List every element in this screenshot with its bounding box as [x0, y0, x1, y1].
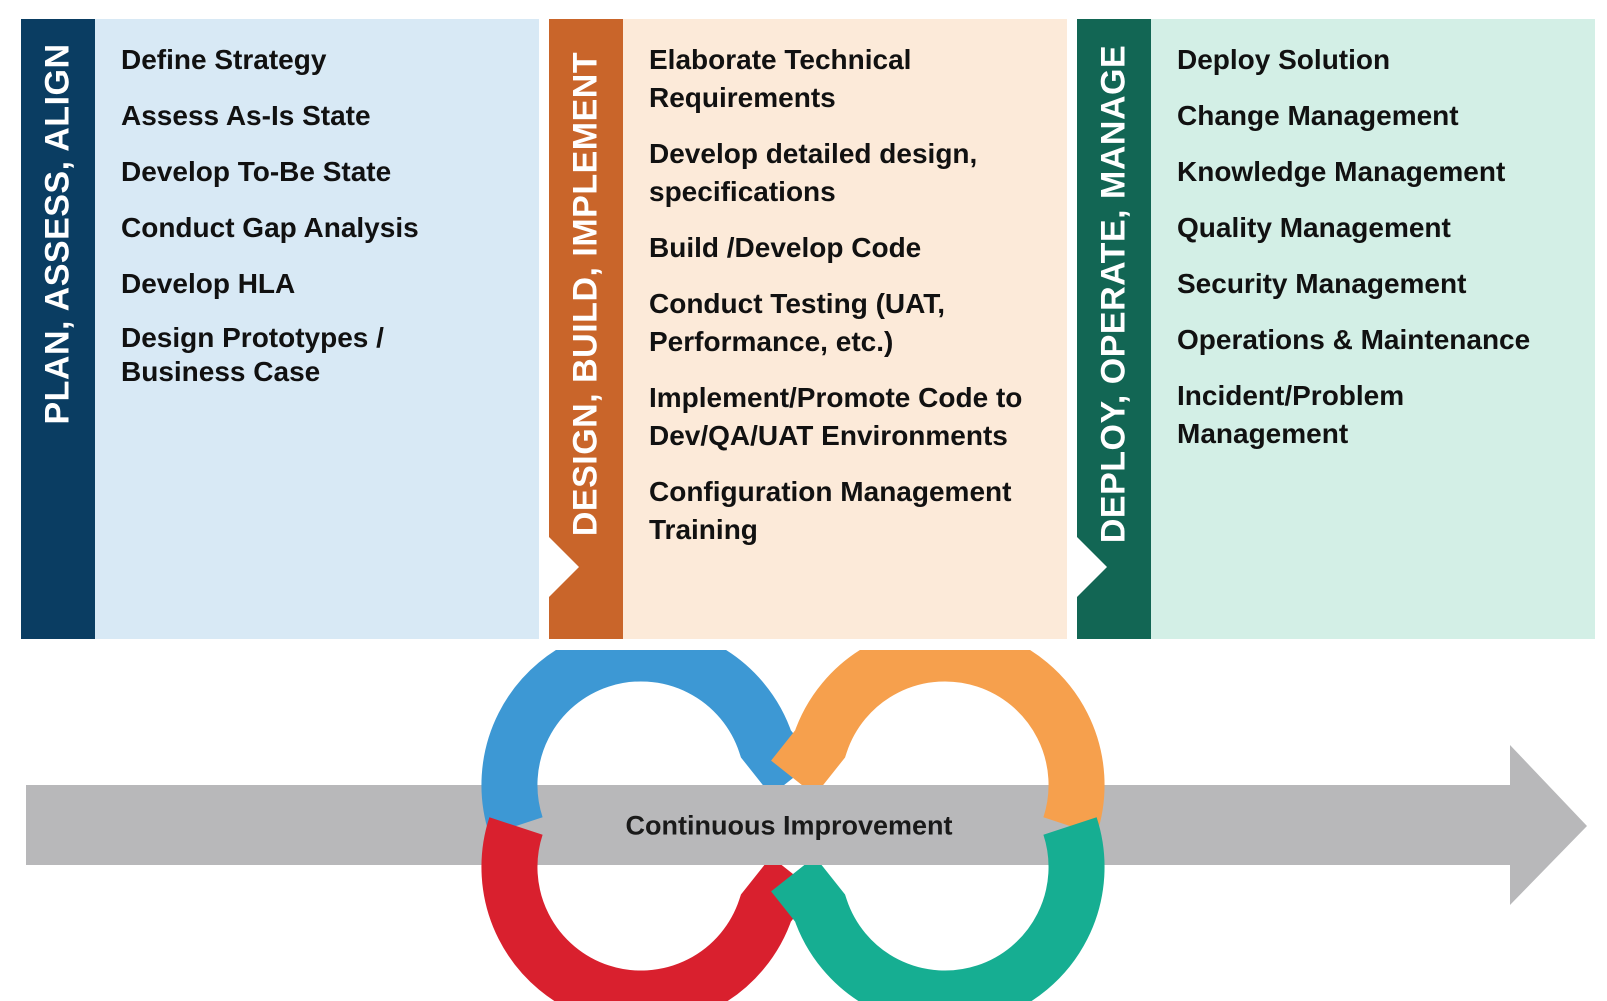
phase-title-deploy: DEPLOY, OPERATE, MANAGE [1094, 44, 1133, 544]
list-item: Operations & Maintenance [1177, 324, 1531, 355]
list-item: Conduct Gap Analysis [121, 212, 419, 243]
list-item: Develop To-Be State [121, 156, 392, 187]
chevron-notch-icon [1077, 537, 1107, 597]
list-item: Assess As-Is State [121, 100, 371, 131]
phase-item-list: Deploy Solution Change Management Knowle… [1151, 19, 1595, 453]
phase-band-deploy: DEPLOY, OPERATE, MANAGE [1077, 19, 1151, 639]
continuous-improvement-graphic [26, 650, 1587, 1001]
list-item: Conduct Testing (UAT, Performance, etc.) [649, 288, 946, 357]
loop-segment-top-right [771, 650, 1105, 835]
list-item: Quality Management [1177, 212, 1451, 243]
list-item: Knowledge Management [1177, 156, 1506, 187]
phase-body-design: Elaborate Technical Requirements Develop… [623, 19, 1067, 639]
phase-panel-plan: PLAN, ASSESS, ALIGN Define Strategy Asse… [21, 19, 539, 639]
phase-band-plan: PLAN, ASSESS, ALIGN [21, 19, 95, 639]
phase-title-plan: PLAN, ASSESS, ALIGN [38, 43, 77, 425]
loop-segment-bottom-right [771, 817, 1105, 1001]
list-item: Implement/Promote Code to Dev/QA/UAT Env… [649, 382, 1023, 451]
phase-item-list: Elaborate Technical Requirements Develop… [623, 19, 1067, 549]
list-item: Design Prototypes / Business Case [121, 322, 384, 387]
loop-segment-top-left [481, 650, 815, 835]
list-item: Configuration Management Training [649, 476, 1012, 545]
list-item: Develop HLA [121, 268, 296, 299]
continuous-improvement-label: Continuous Improvement [625, 810, 953, 841]
list-item: Change Management [1177, 100, 1459, 131]
phase-body-plan: Define Strategy Assess As-Is State Devel… [95, 19, 539, 639]
phase-band-design: DESIGN, BUILD, IMPLEMENT [549, 19, 623, 639]
list-item: Elaborate Technical Requirements [649, 44, 912, 113]
list-item: Security Management [1177, 268, 1467, 299]
phase-body-deploy: Deploy Solution Change Management Knowle… [1151, 19, 1595, 639]
loop-segment-bottom-left [481, 817, 815, 1001]
list-item: Incident/Problem Management [1177, 380, 1405, 449]
list-item: Develop detailed design, specifications [649, 138, 978, 207]
phase-title-design: DESIGN, BUILD, IMPLEMENT [566, 51, 605, 537]
list-item: Define Strategy [121, 44, 327, 75]
list-item: Build /Develop Code [649, 232, 922, 263]
list-item: Deploy Solution [1177, 44, 1391, 75]
chevron-notch-icon [549, 537, 579, 597]
phase-panel-design: DESIGN, BUILD, IMPLEMENT Elaborate Techn… [549, 19, 1067, 639]
phase-panel-deploy: DEPLOY, OPERATE, MANAGE Deploy Solution … [1077, 19, 1595, 639]
phase-item-list: Define Strategy Assess As-Is State Devel… [95, 19, 539, 389]
